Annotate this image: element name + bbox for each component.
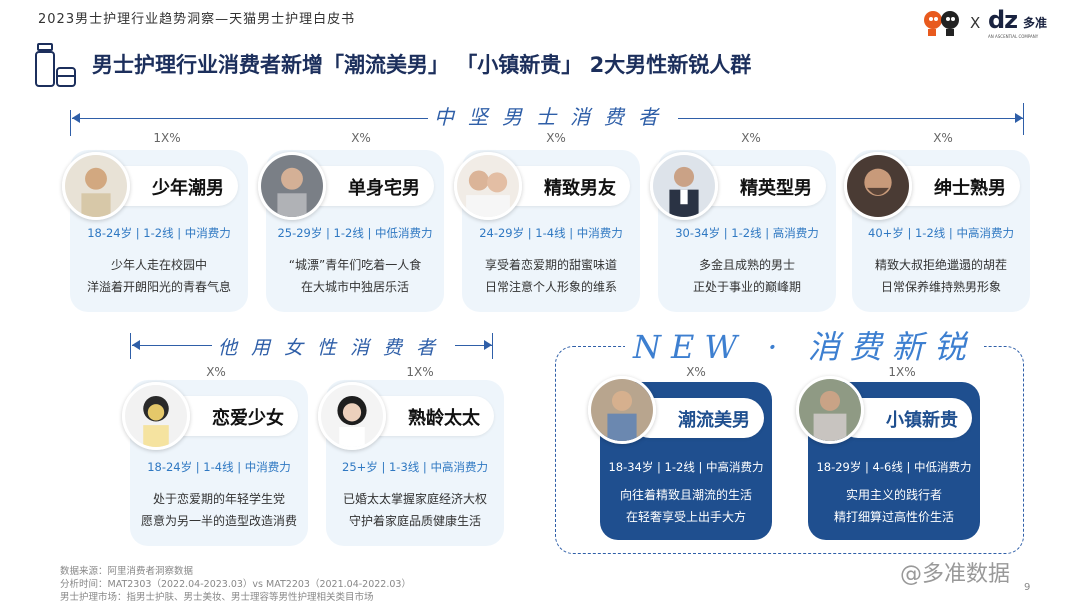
person-photo-icon	[653, 155, 715, 217]
person-photo-icon	[261, 155, 323, 217]
persona-tags: 24-29岁 | 1-4线 | 中消费力	[479, 226, 623, 240]
persona-card-girlfriend: 恋爱少女 18-24岁 | 1-4线 | 中消费力 处于恋爱期的年轻学生党 愿意…	[122, 380, 308, 546]
person-photo-icon	[65, 155, 127, 217]
persona-desc-line1: 精致大叔拒绝邋遢的胡茬	[874, 258, 1007, 272]
persona-name: 潮流美男	[678, 410, 750, 431]
persona-share: X%	[741, 131, 761, 145]
brand-logos: X dz 多准 AN ASCENTIAL COMPANY	[920, 6, 1060, 42]
person-photo-icon	[321, 385, 383, 447]
person-photo-icon	[847, 155, 909, 217]
core-bracket-left	[70, 110, 71, 136]
persona-desc-line2: 愿意为另一半的造型改造消费	[140, 514, 297, 528]
persona-desc-line1: 向往着精致且潮流的生活	[619, 488, 752, 502]
persona-desc-line1: 多金且成熟的男士	[698, 258, 795, 272]
persona-desc-line1: 少年人走在校园中	[110, 258, 207, 272]
persona-name: 绅士熟男	[934, 178, 1006, 199]
persona-name: 少年潮男	[152, 178, 224, 199]
person-photo-icon	[591, 379, 653, 441]
persona-name: 熟龄太太	[408, 408, 480, 429]
skincare-bottle-icon	[35, 43, 76, 87]
persona-tags: 40+岁 | 1-2线 | 中高消费力	[868, 226, 1014, 240]
new-section-title: NEW · 消费新锐	[625, 322, 984, 368]
persona-desc-line2: 日常保养维持熟男形象	[880, 280, 1001, 294]
tmall-cat-logo-icon	[924, 11, 959, 36]
couple-photo-icon	[457, 155, 519, 217]
logo-separator: X	[970, 14, 981, 32]
female-section-title: 他用女性消费者	[212, 333, 456, 360]
persona-desc-line2: 精打细算过高性价生活	[833, 510, 954, 524]
dz-logo-tagline: AN ASCENTIAL COMPANY	[988, 34, 1039, 39]
persona-avatar	[454, 152, 522, 220]
arrow-left-icon	[72, 113, 80, 123]
persona-desc-line2: 在轻奢享受上出手大方	[625, 510, 746, 524]
persona-avatar	[650, 152, 718, 220]
persona-avatar	[258, 152, 326, 220]
persona-name: 单身宅男	[348, 178, 420, 199]
persona-desc-line2: 守护着家庭品质健康生活	[348, 514, 481, 528]
persona-avatar	[122, 382, 190, 450]
persona-card-elite: 精英型男 30-34岁 | 1-2线 | 高消费力 多金且成熟的男士 正处于事业…	[650, 150, 836, 312]
person-photo-icon	[799, 379, 861, 441]
persona-tags: 30-34岁 | 1-2线 | 高消费力	[675, 226, 819, 240]
persona-tags: 18-29岁 | 4-6线 | 中低消费力	[816, 460, 972, 474]
dz-logo-cn: 多准	[1023, 16, 1048, 30]
persona-card-boyfriend: 精致男友 24-29岁 | 1-4线 | 中消费力 享受着恋爱期的甜蜜味道 日常…	[454, 150, 640, 312]
persona-name: 精致男友	[544, 178, 616, 199]
page-number: 9	[1024, 582, 1031, 593]
persona-desc-line2: 在大城市中独居乐活	[300, 280, 409, 294]
arrow-left-icon	[132, 340, 140, 350]
persona-share: 1X%	[406, 365, 434, 379]
persona-desc-line2: 正处于事业的巅峰期	[692, 280, 801, 294]
persona-share: X%	[351, 131, 371, 145]
persona-name: 恋爱少女	[212, 408, 284, 429]
female-bracket-left	[130, 333, 131, 359]
persona-card-gentleman: 绅士熟男 40+岁 | 1-2线 | 中高消费力 精致大叔拒绝邋遢的胡茬 日常保…	[844, 150, 1030, 312]
dz-logo: dz	[988, 6, 1018, 34]
persona-tags: 25-29岁 | 1-2线 | 中低消费力	[277, 226, 433, 240]
persona-tags: 18-24岁 | 1-4线 | 中消费力	[147, 460, 291, 474]
persona-desc-line2: 洋溢着开朗阳光的青春气息	[86, 280, 231, 294]
watermark: @多准数据	[900, 562, 1011, 587]
footnote-source: 数据来源：阿里消费者洞察数据	[60, 566, 194, 577]
persona-desc-line1: 处于恋爱期的年轻学生党	[152, 492, 285, 506]
persona-share: 1X%	[888, 365, 916, 379]
persona-desc-line1: 享受着恋爱期的甜蜜味道	[484, 258, 617, 272]
report-subtitle: 2023男士护理行业趋势洞察—天猫男士护理白皮书	[38, 12, 356, 27]
persona-desc-line1: “城漂”青年们吃着一人食	[288, 258, 422, 272]
arrow-right-icon	[484, 340, 492, 350]
persona-avatar	[844, 152, 912, 220]
persona-card-mature-wife: 熟龄太太 25+岁 | 1-3线 | 中高消费力 已婚太太掌握家庭经济大权 守护…	[318, 380, 504, 546]
persona-avatar	[796, 376, 864, 444]
persona-card-single-otaku: 单身宅男 25-29岁 | 1-2线 | 中低消费力 “城漂”青年们吃着一人食 …	[258, 150, 444, 312]
persona-card-teen-trendy: 少年潮男 18-24岁 | 1-2线 | 中消费力 少年人走在校园中 洋溢着开朗…	[62, 150, 248, 312]
female-bracket-right	[492, 333, 493, 359]
persona-share: X%	[933, 131, 953, 145]
arrow-right-icon	[1015, 113, 1023, 123]
persona-desc-line1: 实用主义的践行者	[845, 488, 942, 502]
persona-share: X%	[546, 131, 566, 145]
persona-share: X%	[686, 365, 706, 379]
page-title: 男士护理行业消费者新增「潮流美男」 「小镇新贵」 2大男性新锐人群	[92, 53, 752, 77]
persona-tags: 18-34岁 | 1-2线 | 中高消费力	[608, 460, 764, 474]
persona-desc-line2: 日常注意个人形象的维系	[484, 280, 617, 294]
persona-card-trendy-beauty: 潮流美男 18-34岁 | 1-2线 | 中高消费力 向往着精致且潮流的生活 在…	[588, 376, 772, 540]
core-section-title: 中坚男士消费者	[428, 101, 678, 130]
footnote-scope: 男士护理市场：指男士护肤、男士美妆、男士理容等男性护理相关类目市场	[60, 592, 374, 603]
persona-avatar	[588, 376, 656, 444]
persona-avatar	[62, 152, 130, 220]
core-bracket-right	[1023, 103, 1024, 135]
persona-share: 1X%	[153, 131, 181, 145]
persona-name: 精英型男	[740, 178, 812, 199]
persona-desc-line1: 已婚太太掌握家庭经济大权	[342, 492, 487, 506]
persona-tags: 25+岁 | 1-3线 | 中高消费力	[342, 460, 488, 474]
footnote-period: 分析时间：MAT2303（2022.04-2023.03）vs MAT2203（…	[60, 579, 411, 590]
person-photo-icon	[125, 385, 187, 447]
persona-avatar	[318, 382, 386, 450]
persona-name: 小镇新贵	[886, 410, 958, 431]
persona-share: X%	[206, 365, 226, 379]
persona-tags: 18-24岁 | 1-2线 | 中消费力	[87, 226, 231, 240]
persona-card-town-elite: 小镇新贵 18-29岁 | 4-6线 | 中低消费力 实用主义的践行者 精打细算…	[796, 376, 980, 540]
